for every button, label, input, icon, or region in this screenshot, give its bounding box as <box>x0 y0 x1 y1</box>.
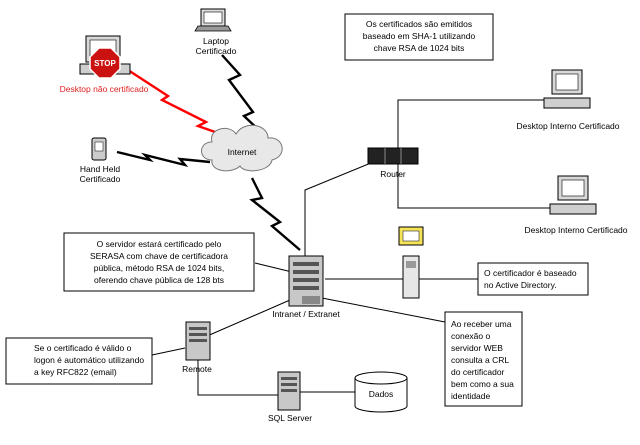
crl-info-line6: bem como a sua <box>451 379 514 389</box>
link-handheld-internet <box>116 150 211 168</box>
remote-server-node: Remote <box>182 321 212 374</box>
cert-info-line2: baseado em SHA-1 utilizando <box>363 31 476 41</box>
link-remote-sql <box>197 360 280 396</box>
remote-info-line1: Se o certificado é válido o <box>34 343 132 353</box>
dados-database: Dados <box>354 371 408 413</box>
laptop-node: Laptop Certificado <box>194 8 237 56</box>
router-node: Router <box>367 147 419 179</box>
router-icon <box>367 147 419 165</box>
crl-info-line7: identidade <box>451 391 491 401</box>
remote-info-line3: a key RFC822 (email) <box>34 367 117 377</box>
handheld-node: Hand Held Certificado <box>80 137 121 184</box>
crl-info-line5: do certificador <box>451 367 505 377</box>
stop-text: STOP <box>94 59 116 68</box>
link-router-desktop2 <box>397 164 560 209</box>
crl-info-line3: servidor WEB <box>451 343 503 353</box>
connection-lines <box>151 99 560 396</box>
intranet-server-node: Intranet / Extranet <box>272 255 340 319</box>
router-label: Router <box>380 169 406 179</box>
pointer-crl-note <box>321 297 446 323</box>
sql-server-label: SQL Server <box>268 413 312 423</box>
link-laptop-internet <box>221 54 263 134</box>
certifier-node <box>398 226 424 299</box>
link-internet-server <box>249 177 301 251</box>
uncertified-desktop-label: Desktop não certificado <box>60 84 149 94</box>
uncertified-desktop-node: STOP Desktop não certificado <box>60 35 149 94</box>
link-server-remote <box>197 299 291 341</box>
stop-icon <box>89 47 121 79</box>
server-info-line1: O servidor estará certificado pelo <box>97 239 222 249</box>
internet-cloud: Internet <box>201 124 283 172</box>
handheld-label-line1: Hand Held <box>80 164 120 174</box>
desktop-1-label: Desktop Interno Certificado <box>517 121 620 131</box>
dados-label: Dados <box>369 389 394 399</box>
crl-info-line2: conexão o <box>451 331 490 341</box>
remote-info-note: Se o certificado é válido o logon é auto… <box>5 337 153 385</box>
certifier-info-line2: no Active Directory. <box>484 280 557 290</box>
cert-info-line3: chave RSA de 1024 bits <box>374 43 465 53</box>
server-info-line2: SERASA com chave de certificadora <box>90 251 228 261</box>
laptop-label-line1: Laptop <box>203 36 229 46</box>
cert-info-line1: Os certificados são emitidos <box>366 19 472 29</box>
server-info-line3: pública, método RSA de 1024 bits, <box>94 263 224 273</box>
link-rejected-desktop <box>127 68 239 142</box>
remote-label: Remote <box>182 364 212 374</box>
crl-info-note: Ao receber uma conexão o servidor WEB co… <box>444 311 523 407</box>
link-router-desktop1 <box>397 99 560 150</box>
sql-server-node: SQL Server <box>268 371 312 423</box>
crl-info-line4: consulta a CRL <box>451 355 509 365</box>
server-info-note: O servidor estará certificado pelo SERAS… <box>63 232 255 292</box>
laptop-label-line2: Certificado <box>196 46 237 56</box>
internet-label: Internet <box>228 147 257 157</box>
internal-desktop-1: Desktop Interno Certificado <box>517 69 620 131</box>
cert-info-note: Os certificados são emitidos baseado em … <box>344 13 494 61</box>
handheld-label-line2: Certificado <box>80 174 121 184</box>
server-info-line4: oferendo chave pública de 128 bts <box>94 275 224 285</box>
desktop-2-label: Desktop Interno Certificado <box>525 225 628 235</box>
crl-info-line1: Ao receber uma <box>451 319 512 329</box>
certifier-info-note: O certificador é baseado no Active Direc… <box>477 262 589 296</box>
pointer-server-note <box>254 262 293 273</box>
certifier-info-line1: O certificador é baseado <box>484 268 577 278</box>
internal-desktop-2: Desktop Interno Certificado <box>525 175 628 235</box>
pointer-remote-note <box>151 347 186 356</box>
link-server-router <box>304 157 384 258</box>
remote-info-line2: logon é automático utilizando <box>34 355 144 365</box>
server-label: Intranet / Extranet <box>272 309 340 319</box>
database-icon <box>354 378 408 413</box>
